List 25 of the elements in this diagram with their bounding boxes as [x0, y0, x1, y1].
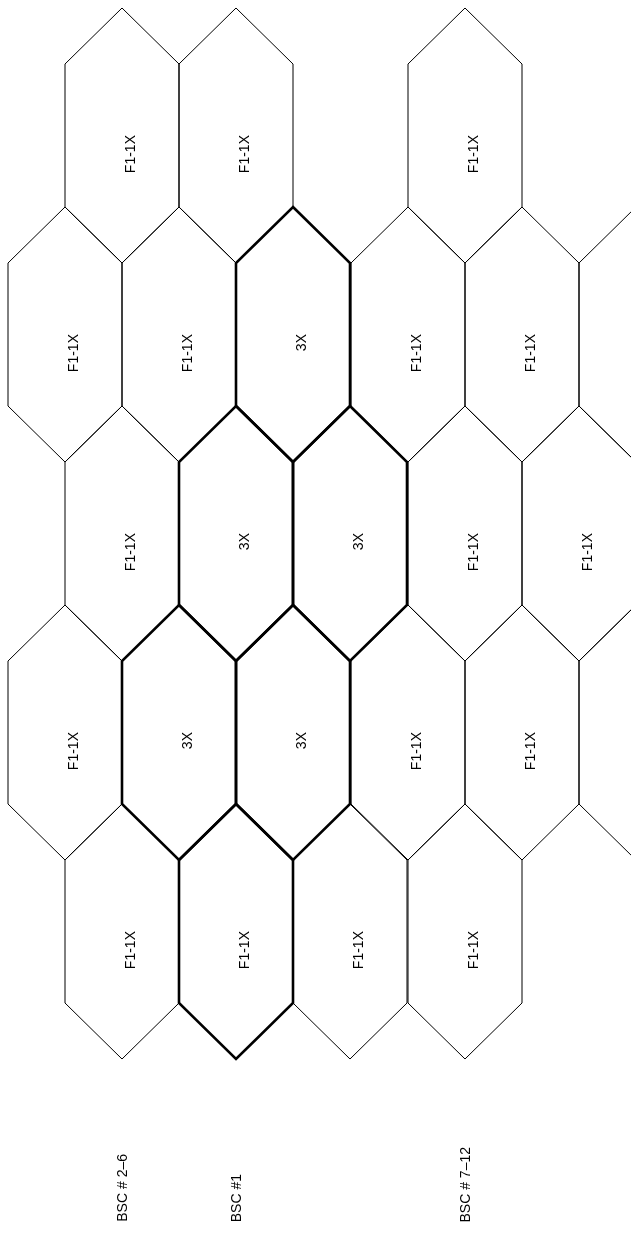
column-label: BSC # 2–6: [114, 1154, 130, 1222]
cell-label: F1-1X: [122, 931, 138, 970]
cell-label: F1-1X: [350, 931, 366, 970]
cell-label: F1-1X: [65, 732, 81, 771]
cell-label: F1-1X: [236, 135, 252, 174]
cell-label: 3X: [293, 732, 309, 750]
cell-label: F1-1X: [236, 931, 252, 970]
cell-label: 3X: [350, 533, 366, 551]
cell-label: F1-1X: [522, 732, 538, 771]
cell-label: F1-1X: [122, 533, 138, 572]
cell-label: F1-1X: [179, 334, 195, 373]
column-label: BSC #1: [228, 1173, 244, 1222]
cell-label: 3X: [236, 533, 252, 551]
cell-label: F1-1X: [522, 334, 538, 373]
cell-label: F1-1X: [579, 533, 595, 572]
column-label: BSC # 7–12: [457, 1146, 473, 1222]
cell-label: F1-1X: [465, 135, 481, 174]
cell-label: F1-1X: [65, 334, 81, 373]
cell-label: F1-1X: [465, 533, 481, 572]
cell-label: 3X: [293, 334, 309, 352]
cell-label: F1-1X: [465, 931, 481, 970]
cell-label: F1-1X: [408, 334, 424, 373]
cell-label: F1-1X: [408, 732, 424, 771]
cell-label: F1-1X: [122, 135, 138, 174]
cell-label: 3X: [179, 732, 195, 750]
